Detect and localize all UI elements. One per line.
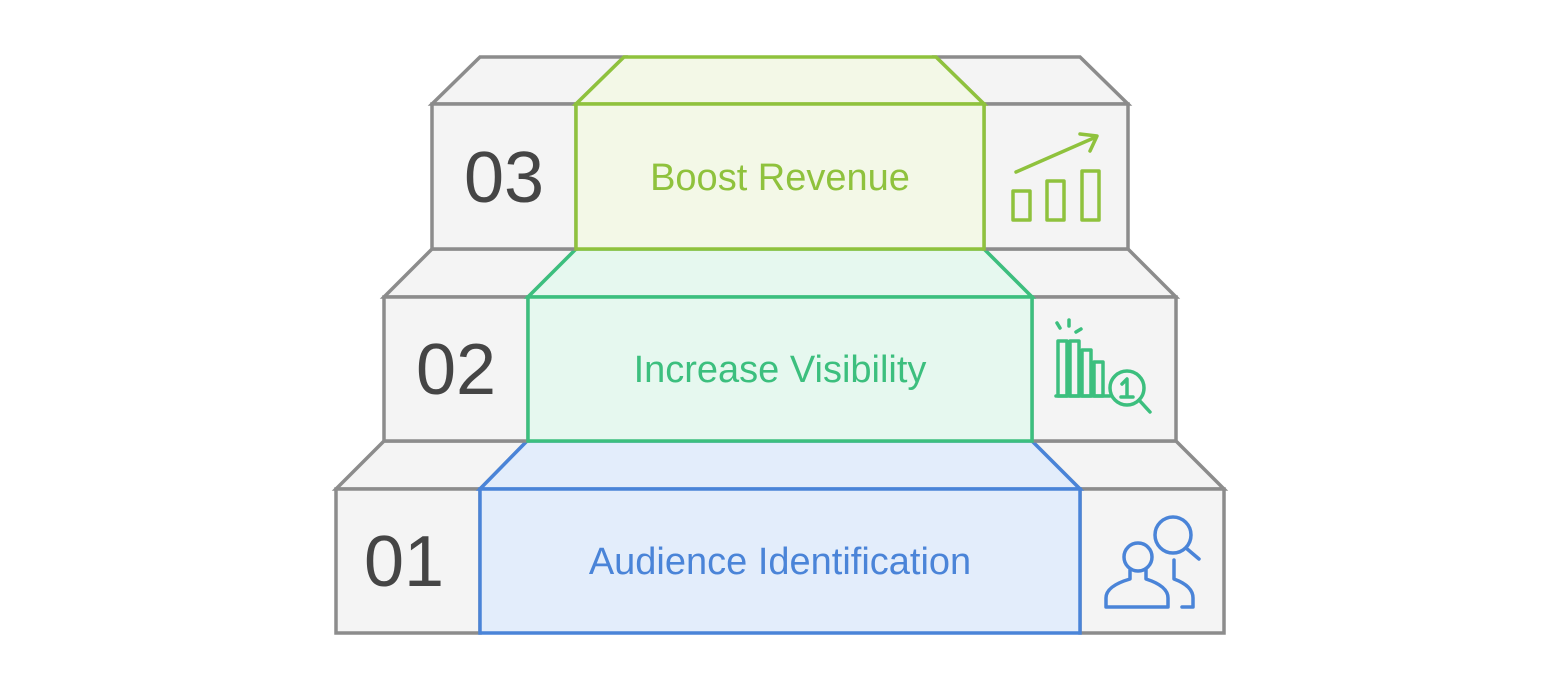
step-02-title: Increase Visibility	[634, 349, 927, 391]
step-02-number: 02	[416, 330, 496, 410]
step-03-right-block	[982, 102, 1130, 251]
step-03-center-top	[571, 55, 989, 106]
step-03-left-block	[430, 102, 578, 251]
step-01-number: 01	[364, 522, 444, 602]
step-03-number: 03	[464, 138, 544, 218]
step-01-left-block	[334, 487, 482, 635]
step-01-title: Audience Identification	[589, 541, 971, 583]
step-03-title: Boost Revenue	[650, 157, 910, 199]
growth-chart-icon	[1011, 132, 1101, 222]
step-01-center-block	[478, 487, 1082, 635]
step-01-center-top	[475, 439, 1085, 491]
step-01: 01 Audience Identification	[331, 439, 1229, 635]
step-03: 03 Boost Revenue	[427, 55, 1133, 251]
step-02-center-top	[523, 247, 1037, 299]
ranking-search-icon	[1054, 318, 1152, 414]
step-03-center-block	[574, 102, 986, 251]
audience-search-icon	[1104, 515, 1201, 609]
step-02-center-block	[526, 295, 1034, 443]
step-02-left-block	[382, 295, 530, 443]
step-02: 02 Increase Visibility	[379, 247, 1181, 443]
